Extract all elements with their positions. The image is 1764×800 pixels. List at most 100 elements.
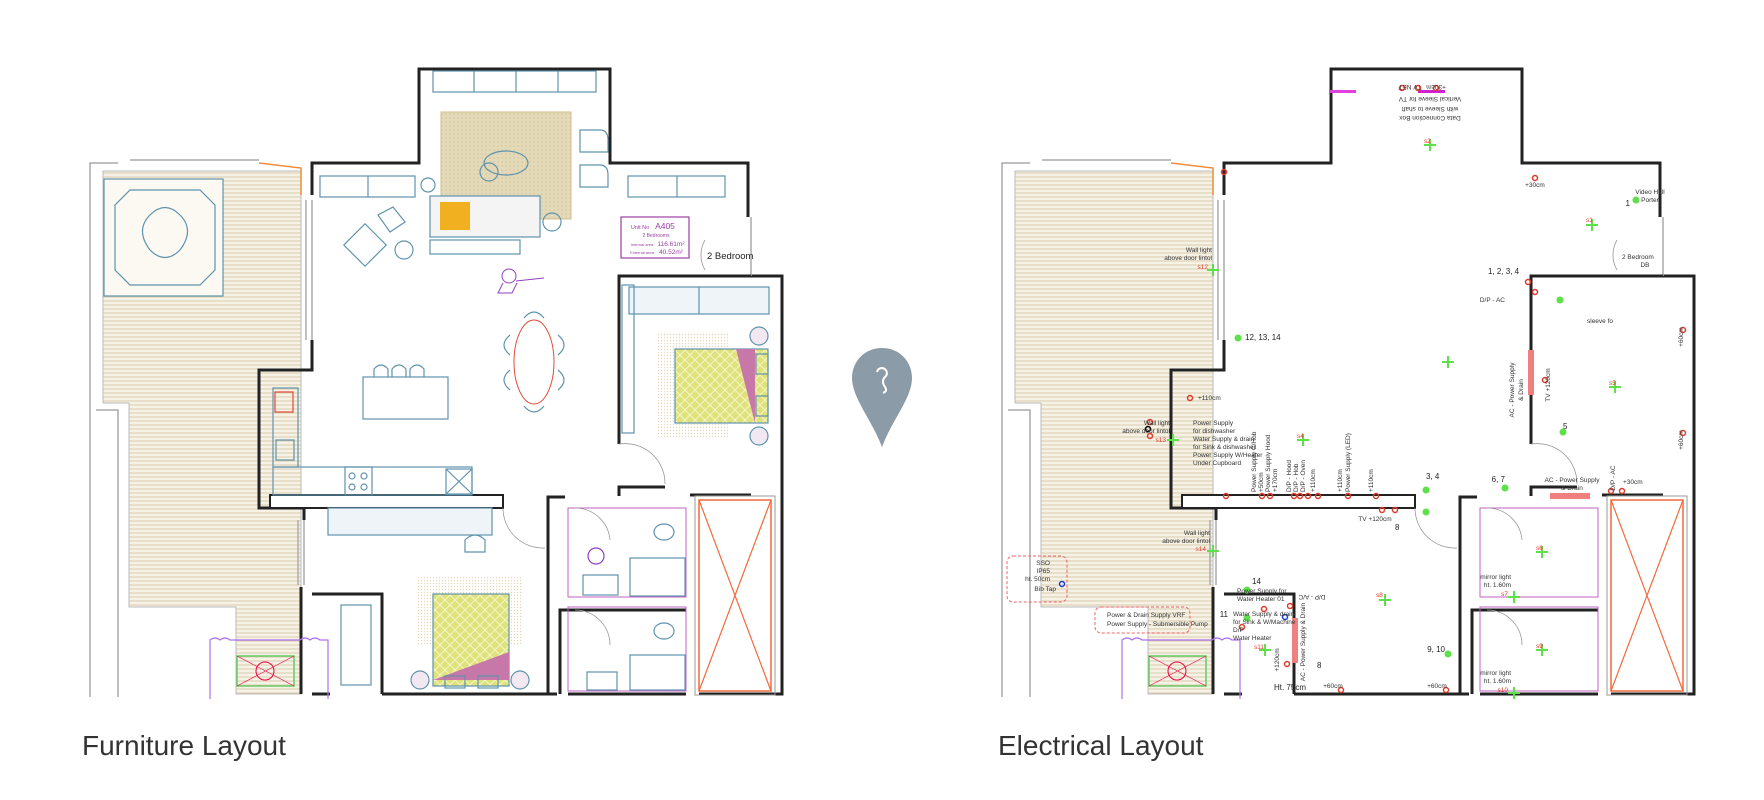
electrical-label: Power Supply	[1193, 420, 1234, 427]
socket-icon	[1260, 605, 1268, 613]
electrical-label: Water Heater 01	[1237, 596, 1285, 603]
electrical-label: Power Supply W/Heater	[1193, 452, 1263, 459]
electrical-label: s14	[1196, 546, 1207, 553]
living-area	[319, 70, 726, 420]
internal-area-label: Internal area	[631, 242, 654, 247]
socket-icon	[1531, 174, 1539, 182]
socket-icon	[1432, 84, 1440, 92]
ceiling-light-icon	[1508, 591, 1520, 603]
ceiling-light-icon	[1609, 381, 1621, 393]
bedrooms-count: 2 Bedrooms	[643, 233, 670, 239]
bathrooms	[582, 523, 686, 691]
electrical-label: +30cm	[1623, 479, 1643, 486]
switch-icon	[1501, 484, 1509, 492]
electrical-label: 8	[1395, 523, 1400, 532]
electrical-label: s2	[1424, 138, 1431, 145]
socket-icon	[1304, 492, 1312, 500]
electrical-label: D/P - Hood	[1286, 460, 1293, 492]
socket-icon	[1414, 84, 1422, 92]
socket-icon	[1286, 602, 1294, 610]
electrical-label: s4	[1297, 433, 1304, 440]
socket-icon	[1398, 84, 1406, 92]
electrical-label: Vertical Sleeve for TV	[1398, 95, 1461, 102]
electrical-label: D/P - A/C	[1298, 593, 1325, 600]
socket-icon	[1296, 492, 1304, 500]
vertical-sleeve-marker	[1418, 90, 1445, 93]
bedroom-1	[621, 284, 770, 446]
ceiling-light-icon	[1379, 594, 1391, 606]
unit-no-value: A405	[655, 221, 675, 231]
electrical-label: +110cm	[1337, 469, 1344, 492]
external-area-value: 40.52m²	[659, 249, 684, 256]
electrical-label: TV +120cm	[1358, 516, 1391, 523]
furniture-layout-title: Furniture Layout	[82, 730, 286, 761]
electrical-label: Wall light	[1144, 420, 1170, 427]
electrical-label: Water Supply & drain	[1233, 611, 1295, 618]
switch-icon	[1559, 428, 1567, 436]
electrical-label: AC - Power Supply	[1509, 362, 1516, 418]
water-supply-icon	[1281, 613, 1289, 621]
switch-icon	[1422, 486, 1430, 494]
electrical-label: & Drain	[1561, 485, 1583, 492]
electrical-label: Power Supply (LED)	[1345, 433, 1352, 492]
electrical-label: ht. 50cm	[1025, 576, 1050, 583]
electrical-label: +60cm	[1678, 430, 1685, 450]
furniture-layout-plan: Unit No A405 2 Bedrooms Internal area 11…	[88, 67, 784, 701]
electrical-label: Power Supply C/Hob	[1251, 431, 1258, 492]
electrical-label: +30cm	[1426, 83, 1446, 90]
electrical-label: D/P - AC	[1610, 465, 1617, 490]
room-label-2-bedroom: 2 Bedroom	[707, 251, 754, 262]
ceiling-light-icon	[1207, 264, 1219, 276]
socket-icon	[1541, 376, 1549, 384]
human-figure	[497, 268, 545, 294]
electrical-label: AC - Power Supply & Drain	[1300, 602, 1307, 681]
socket-icon	[1607, 487, 1615, 495]
electrical-label: AC - Power Supply	[1545, 477, 1601, 484]
electrical-label: Power Supply - Submersible Pump	[1107, 621, 1208, 628]
electrical-label: Ht. 75cm	[1274, 683, 1306, 692]
socket-icon	[1314, 492, 1322, 500]
electrical-label: IP65	[1037, 568, 1051, 575]
electrical-label: SSO	[1036, 560, 1050, 567]
electrical-label: 3, 4	[1426, 472, 1440, 481]
electrical-label: sleeve fo	[1587, 318, 1613, 325]
electrical-label: TV NET	[1398, 83, 1421, 90]
electrical-label: 5	[1563, 422, 1568, 431]
electrical-label: DB	[1640, 262, 1649, 269]
ceiling-light-icon	[1536, 546, 1548, 558]
electrical-label: above door lintol	[1162, 538, 1210, 545]
switch-icon	[1422, 508, 1430, 516]
electrical-label: Bib Tap	[1034, 586, 1056, 593]
electrical-label: 8	[1317, 661, 1322, 670]
electrical-label: Porter	[1641, 197, 1660, 204]
electrical-label: D/P - Oven	[1300, 460, 1307, 492]
map-pin-icon[interactable]	[852, 348, 912, 447]
socket-icon	[1283, 660, 1291, 668]
switch-icon	[1234, 334, 1242, 342]
electrical-label: +110cm	[1198, 395, 1221, 402]
pump-box	[1094, 606, 1191, 634]
socket-icon	[1222, 492, 1230, 500]
electrical-label: Data Connection Box	[1399, 114, 1461, 121]
electrical-label: & Drain	[1518, 379, 1525, 401]
switch-icon	[1243, 614, 1251, 622]
electrical-label: s7	[1501, 591, 1508, 598]
electrical-label: s10	[1498, 687, 1509, 694]
electrical-label: +60cm	[1678, 327, 1685, 347]
electrical-label: 12, 13, 14	[1245, 333, 1281, 342]
socket-icon	[1258, 492, 1266, 500]
socket-icon	[1290, 492, 1298, 500]
kitchen	[272, 387, 473, 496]
ceiling-light-icon	[1259, 644, 1271, 656]
electrical-label: s8	[1376, 592, 1383, 599]
electrical-label: D/P - Hob	[1293, 463, 1300, 492]
switch-icon	[1243, 586, 1251, 594]
electrical-label: +60cm	[1323, 683, 1343, 690]
socket-icon	[1266, 492, 1274, 500]
ceiling-light-icon	[1297, 434, 1309, 446]
switch-icon	[1632, 196, 1640, 204]
electrical-label: +50cm	[1258, 472, 1265, 492]
